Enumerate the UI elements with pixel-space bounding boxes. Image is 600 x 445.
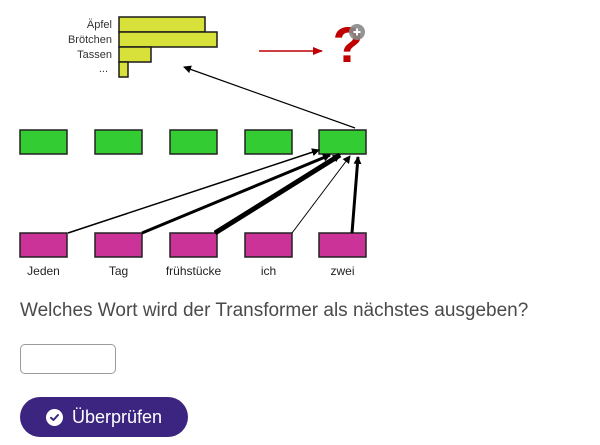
probability-bar-chart: Äpfel Brötchen Tassen ... bbox=[68, 16, 218, 78]
hidden-state-row bbox=[19, 129, 367, 155]
attention-arrow bbox=[141, 153, 331, 235]
answer-input[interactable] bbox=[20, 344, 116, 374]
token-label: frühstücke bbox=[166, 264, 222, 278]
bar-label: Tassen bbox=[77, 49, 112, 61]
token-label: zwei bbox=[330, 264, 354, 278]
transformer-diagram: Äpfel Brötchen Tassen ... ? Jeden Tag früh… bbox=[19, 16, 367, 278]
input-token-row bbox=[19, 232, 367, 258]
token-label: Jeden bbox=[27, 264, 60, 278]
check-circle-icon bbox=[45, 408, 63, 426]
input-token-box bbox=[169, 232, 218, 258]
unknown-output-icon: ? bbox=[333, 17, 365, 73]
token-label: ich bbox=[261, 264, 276, 278]
question-text: Welches Wort wird der Transformer als nä… bbox=[20, 300, 529, 321]
attention-arrow bbox=[213, 152, 342, 236]
check-button-label: Überprüfen bbox=[71, 406, 163, 427]
attention-arrows bbox=[67, 148, 362, 236]
probability-bar bbox=[118, 31, 218, 48]
probability-bar bbox=[118, 16, 206, 33]
attention-arrow bbox=[67, 148, 320, 234]
attention-arrow bbox=[291, 155, 351, 234]
probability-bar bbox=[118, 46, 152, 63]
input-token-box bbox=[244, 232, 293, 258]
hidden-state-box bbox=[244, 129, 293, 155]
hidden-state-box bbox=[94, 129, 143, 155]
token-label: Tag bbox=[109, 264, 128, 278]
bar-label: Brötchen bbox=[68, 34, 112, 46]
input-token-box bbox=[94, 232, 143, 258]
hidden-state-box bbox=[318, 129, 367, 155]
bar-label: ... bbox=[99, 63, 108, 75]
projection-arrow bbox=[183, 65, 356, 129]
probability-bar bbox=[118, 61, 129, 78]
bar-label: Äpfel bbox=[87, 19, 112, 31]
check-button[interactable]: Überprüfen bbox=[20, 397, 188, 437]
input-token-box bbox=[19, 232, 68, 258]
hidden-state-box bbox=[19, 129, 68, 155]
input-token-box bbox=[318, 232, 367, 258]
hidden-state-box bbox=[169, 129, 218, 155]
attention-arrow bbox=[350, 156, 362, 234]
